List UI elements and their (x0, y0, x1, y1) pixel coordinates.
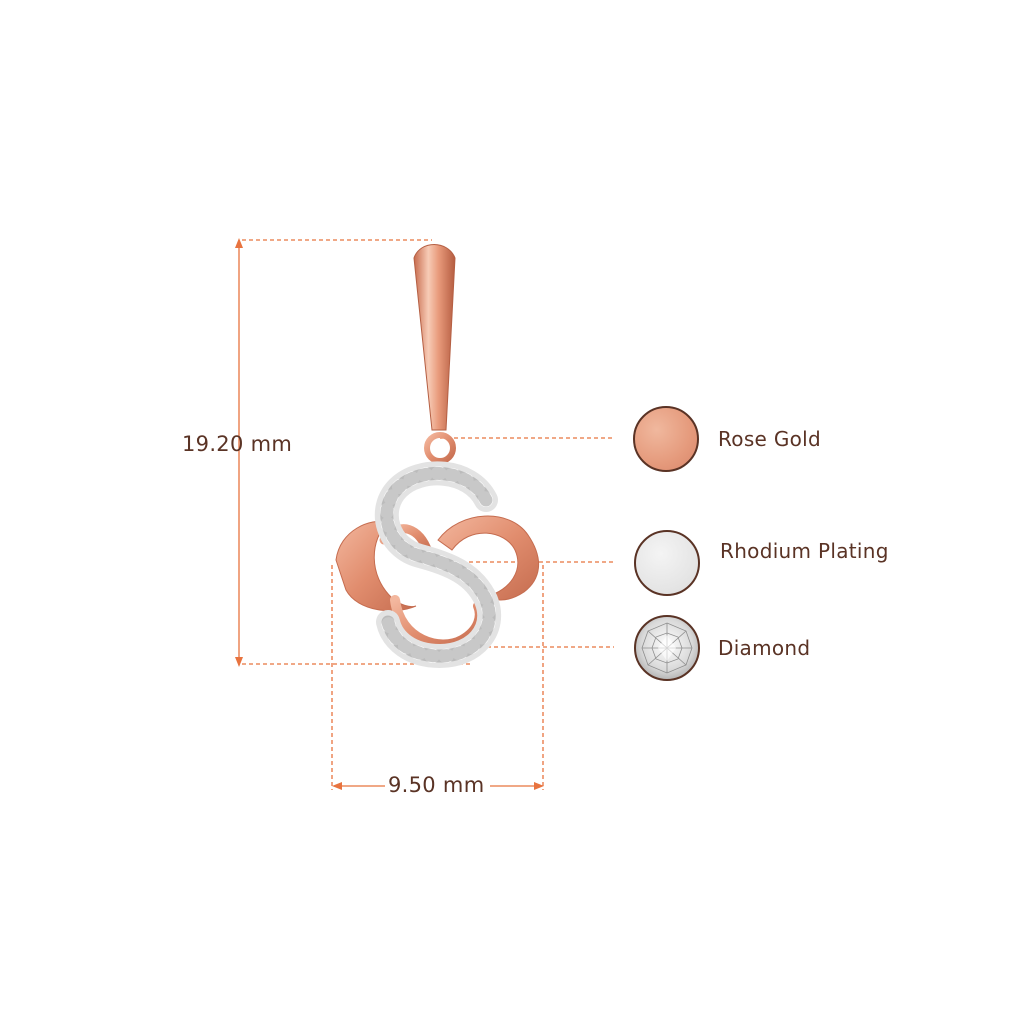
rose-gold-swatch (633, 406, 699, 472)
diamond-icon (641, 622, 693, 674)
rhodium-plating-swatch (634, 530, 700, 596)
pendant-image (335, 244, 540, 669)
material-leader-lines (440, 437, 614, 648)
width-dimension-label: 9.50 mm (388, 773, 485, 797)
height-dimension-label: 19.20 mm (182, 432, 293, 456)
rhodium-plating-label: Rhodium Plating (720, 539, 889, 563)
rose-gold-label: Rose Gold (718, 427, 822, 451)
diamond-label: Diamond (718, 636, 811, 660)
diamond-swatch (634, 615, 700, 681)
width-dimension (331, 565, 544, 790)
